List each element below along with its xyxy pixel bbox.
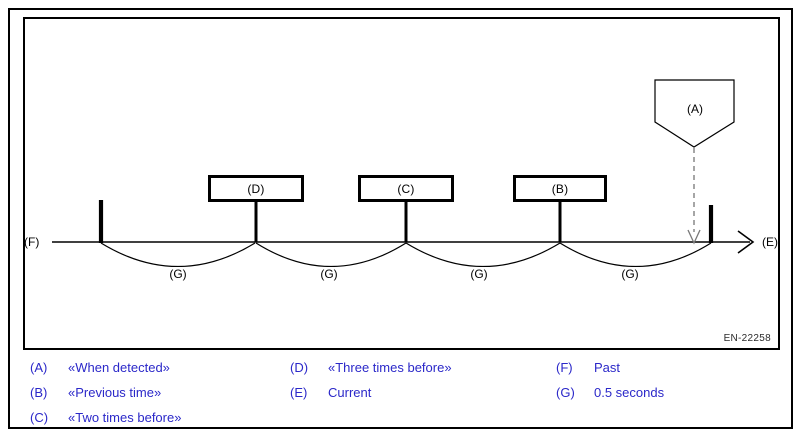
- event-box-d: (D): [208, 175, 304, 202]
- legend-key: (E): [290, 385, 308, 400]
- axis-start-label: (F): [24, 235, 40, 249]
- legend-item: (E) Current: [290, 385, 452, 410]
- legend-text: Current: [328, 385, 372, 400]
- legend-key: (G): [556, 385, 575, 400]
- event-box-c-label: (C): [397, 181, 415, 196]
- legend-column-2: (D) «Three times before» (E) Current: [290, 360, 452, 410]
- legend-text: «Previous time»: [68, 385, 162, 400]
- legend-item: (G) 0.5 seconds: [556, 385, 664, 410]
- diagram-frame: [23, 17, 780, 350]
- interval-label-2: (G): [312, 267, 346, 281]
- axis-end-label: (E): [762, 235, 778, 249]
- legend-key: (F): [556, 360, 573, 375]
- drawing-code: EN-22258: [723, 333, 771, 344]
- legend-item: (F) Past: [556, 360, 664, 385]
- legend-text: Past: [594, 360, 621, 375]
- event-box-c: (C): [358, 175, 454, 202]
- legend-column-3: (F) Past (G) 0.5 seconds: [556, 360, 664, 410]
- legend-item: (D) «Three times before»: [290, 360, 452, 385]
- legend-key: (B): [30, 385, 48, 400]
- outer-border: [8, 8, 793, 429]
- legend-key: (D): [290, 360, 309, 375]
- legend-text: «Three times before»: [328, 360, 452, 375]
- legend-item: (C) «Two times before»: [30, 410, 181, 435]
- event-box-d-label: (D): [247, 181, 265, 196]
- legend-text: 0.5 seconds: [594, 385, 665, 400]
- legend-key: (C): [30, 410, 49, 425]
- legend-text: «Two times before»: [68, 410, 182, 425]
- legend-text: «When detected»: [68, 360, 170, 375]
- legend: (A) «When detected» (B) «Previous time» …: [23, 360, 780, 430]
- event-box-b-label: (B): [551, 181, 569, 196]
- legend-item: (A) «When detected»: [30, 360, 181, 385]
- legend-key: (A): [30, 360, 48, 375]
- interval-label-4: (G): [613, 267, 647, 281]
- interval-label-3: (G): [462, 267, 496, 281]
- interval-label-1: (G): [161, 267, 195, 281]
- legend-column-1: (A) «When detected» (B) «Previous time» …: [30, 360, 181, 435]
- event-box-b: (B): [513, 175, 607, 202]
- callout-label: (A): [687, 102, 703, 116]
- legend-item: (B) «Previous time»: [30, 385, 181, 410]
